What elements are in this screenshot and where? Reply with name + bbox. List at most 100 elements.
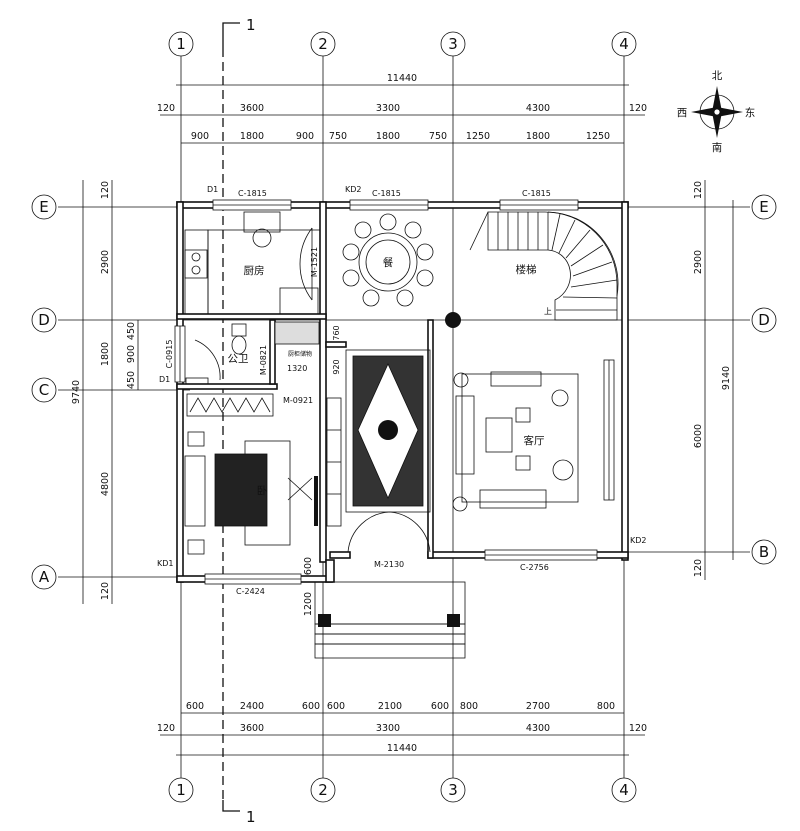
- porch: 600 1200: [303, 557, 466, 659]
- opening-labels: D1 C-1815 KD2 C-1815 C-1815 M-1521 C-091…: [157, 185, 647, 596]
- svg-text:600: 600: [303, 557, 314, 575]
- svg-text:900: 900: [191, 131, 209, 142]
- label-c0915: C-0915: [165, 340, 174, 369]
- bathroom-label: 公卫: [228, 353, 249, 365]
- hall: [326, 349, 431, 553]
- svg-text:2: 2: [318, 781, 328, 799]
- svg-text:1: 1: [176, 781, 186, 799]
- svg-text:750: 750: [329, 131, 347, 142]
- svg-text:3: 3: [448, 35, 458, 53]
- axis-bubble-D-left: D: [31, 307, 57, 333]
- section-line: 1 1: [222, 16, 256, 826]
- stairs: 楼梯 上: [469, 211, 619, 321]
- svg-text:600: 600: [302, 701, 320, 712]
- svg-text:1800: 1800: [376, 131, 400, 142]
- svg-text:760: 760: [332, 325, 341, 340]
- svg-text:120: 120: [100, 582, 111, 600]
- label-d1-top: D1: [207, 185, 218, 194]
- svg-text:900: 900: [296, 131, 314, 142]
- svg-text:1200: 1200: [303, 592, 314, 616]
- svg-text:3300: 3300: [376, 103, 400, 114]
- kitchen: 厨房: [184, 211, 321, 315]
- svg-text:1: 1: [176, 35, 186, 53]
- svg-text:120: 120: [693, 181, 704, 199]
- label-kd2-top: KD2: [345, 185, 362, 194]
- axis-bubble-E-right: E: [751, 194, 777, 220]
- svg-text:11440: 11440: [387, 73, 417, 84]
- svg-text:B: B: [759, 543, 769, 561]
- kitchen-label: 厨房: [244, 264, 265, 277]
- svg-text:2400: 2400: [240, 701, 264, 712]
- living-room: 客厅: [452, 371, 579, 512]
- svg-text:900: 900: [126, 345, 137, 363]
- svg-text:E: E: [759, 198, 768, 216]
- section-mark-bottom: 1: [246, 808, 256, 826]
- stairs-label: 楼梯: [516, 263, 537, 276]
- svg-text:D: D: [38, 311, 50, 329]
- svg-text:920: 920: [332, 359, 341, 374]
- bedroom: 卧: [184, 393, 318, 555]
- svg-text:6000: 6000: [693, 424, 704, 448]
- axis-bubble-3-top: 3: [440, 31, 466, 57]
- compass-north: 北: [712, 70, 723, 82]
- svg-text:120: 120: [629, 723, 647, 734]
- svg-text:11440: 11440: [387, 743, 417, 754]
- section-mark-top: 1: [246, 16, 256, 34]
- svg-text:1250: 1250: [586, 131, 610, 142]
- label-m2130: M-2130: [374, 560, 404, 569]
- svg-text:120: 120: [157, 723, 175, 734]
- label-c1815-kitchen: C-1815: [238, 189, 267, 198]
- dimensions-bottom: 600 2400 600 600 2100 600 800 2700 800 1…: [157, 701, 647, 756]
- svg-text:2100: 2100: [378, 701, 402, 712]
- svg-text:A: A: [39, 568, 50, 586]
- bedroom-label: 卧: [257, 484, 268, 497]
- svg-text:600: 600: [431, 701, 449, 712]
- axis-bubble-4-top: 4: [611, 31, 637, 57]
- label-d1-mid: D1: [159, 375, 170, 384]
- column-marker: [445, 312, 461, 328]
- svg-text:9740: 9740: [71, 380, 82, 404]
- dining: 餐: [342, 213, 434, 307]
- dimensions-right: 120 2900 6000 120 9140: [693, 180, 734, 580]
- svg-text:1250: 1250: [466, 131, 490, 142]
- label-c1815-dining: C-1815: [372, 189, 401, 198]
- svg-text:1800: 1800: [100, 342, 111, 366]
- label-c1815-stairs: C-1815: [522, 189, 551, 198]
- svg-text:4: 4: [619, 35, 629, 53]
- axis-bubbles: 1 2 3 4 1 2 3 4 E D C A E D B: [31, 31, 777, 803]
- windows: [174, 199, 615, 585]
- svg-text:4300: 4300: [526, 723, 550, 734]
- svg-text:4300: 4300: [526, 103, 550, 114]
- label-1320: 1320: [287, 364, 307, 373]
- bathroom: 公卫: [185, 321, 320, 385]
- label-m0821: M-0821: [259, 345, 268, 375]
- axis-bubble-E-left: E: [31, 194, 57, 220]
- axis-bubble-1-top: 1: [168, 31, 194, 57]
- axis-bubble-A-left: A: [31, 564, 57, 590]
- compass-east: 东: [745, 106, 756, 119]
- compass-west: 西: [677, 107, 688, 119]
- axis-bubble-2-top: 2: [310, 31, 336, 57]
- label-c2756: C-2756: [520, 563, 549, 572]
- svg-text:120: 120: [629, 103, 647, 114]
- axis-bubble-1-bottom: 1: [168, 777, 194, 803]
- svg-text:3600: 3600: [240, 723, 264, 734]
- label-cabinet: 厨柜储物: [288, 350, 312, 358]
- svg-text:D: D: [758, 311, 770, 329]
- svg-text:9140: 9140: [721, 366, 732, 390]
- label-kd2-right: KD2: [630, 536, 647, 545]
- stairs-up-label: 上: [544, 307, 552, 316]
- svg-text:450: 450: [126, 371, 137, 389]
- axis-bubble-4-bottom: 4: [611, 777, 637, 803]
- svg-text:3600: 3600: [240, 103, 264, 114]
- svg-text:600: 600: [186, 701, 204, 712]
- svg-text:600: 600: [327, 701, 345, 712]
- dimensions-left: 9740 120 2900 1800 4800 120 450 900 450: [71, 180, 139, 604]
- svg-text:1800: 1800: [240, 131, 264, 142]
- axis-bubble-C-left: C: [31, 377, 57, 403]
- svg-text:2900: 2900: [100, 250, 111, 274]
- label-m1521: M-1521: [310, 247, 319, 277]
- label-m0921: M-0921: [283, 396, 313, 405]
- svg-text:800: 800: [460, 701, 478, 712]
